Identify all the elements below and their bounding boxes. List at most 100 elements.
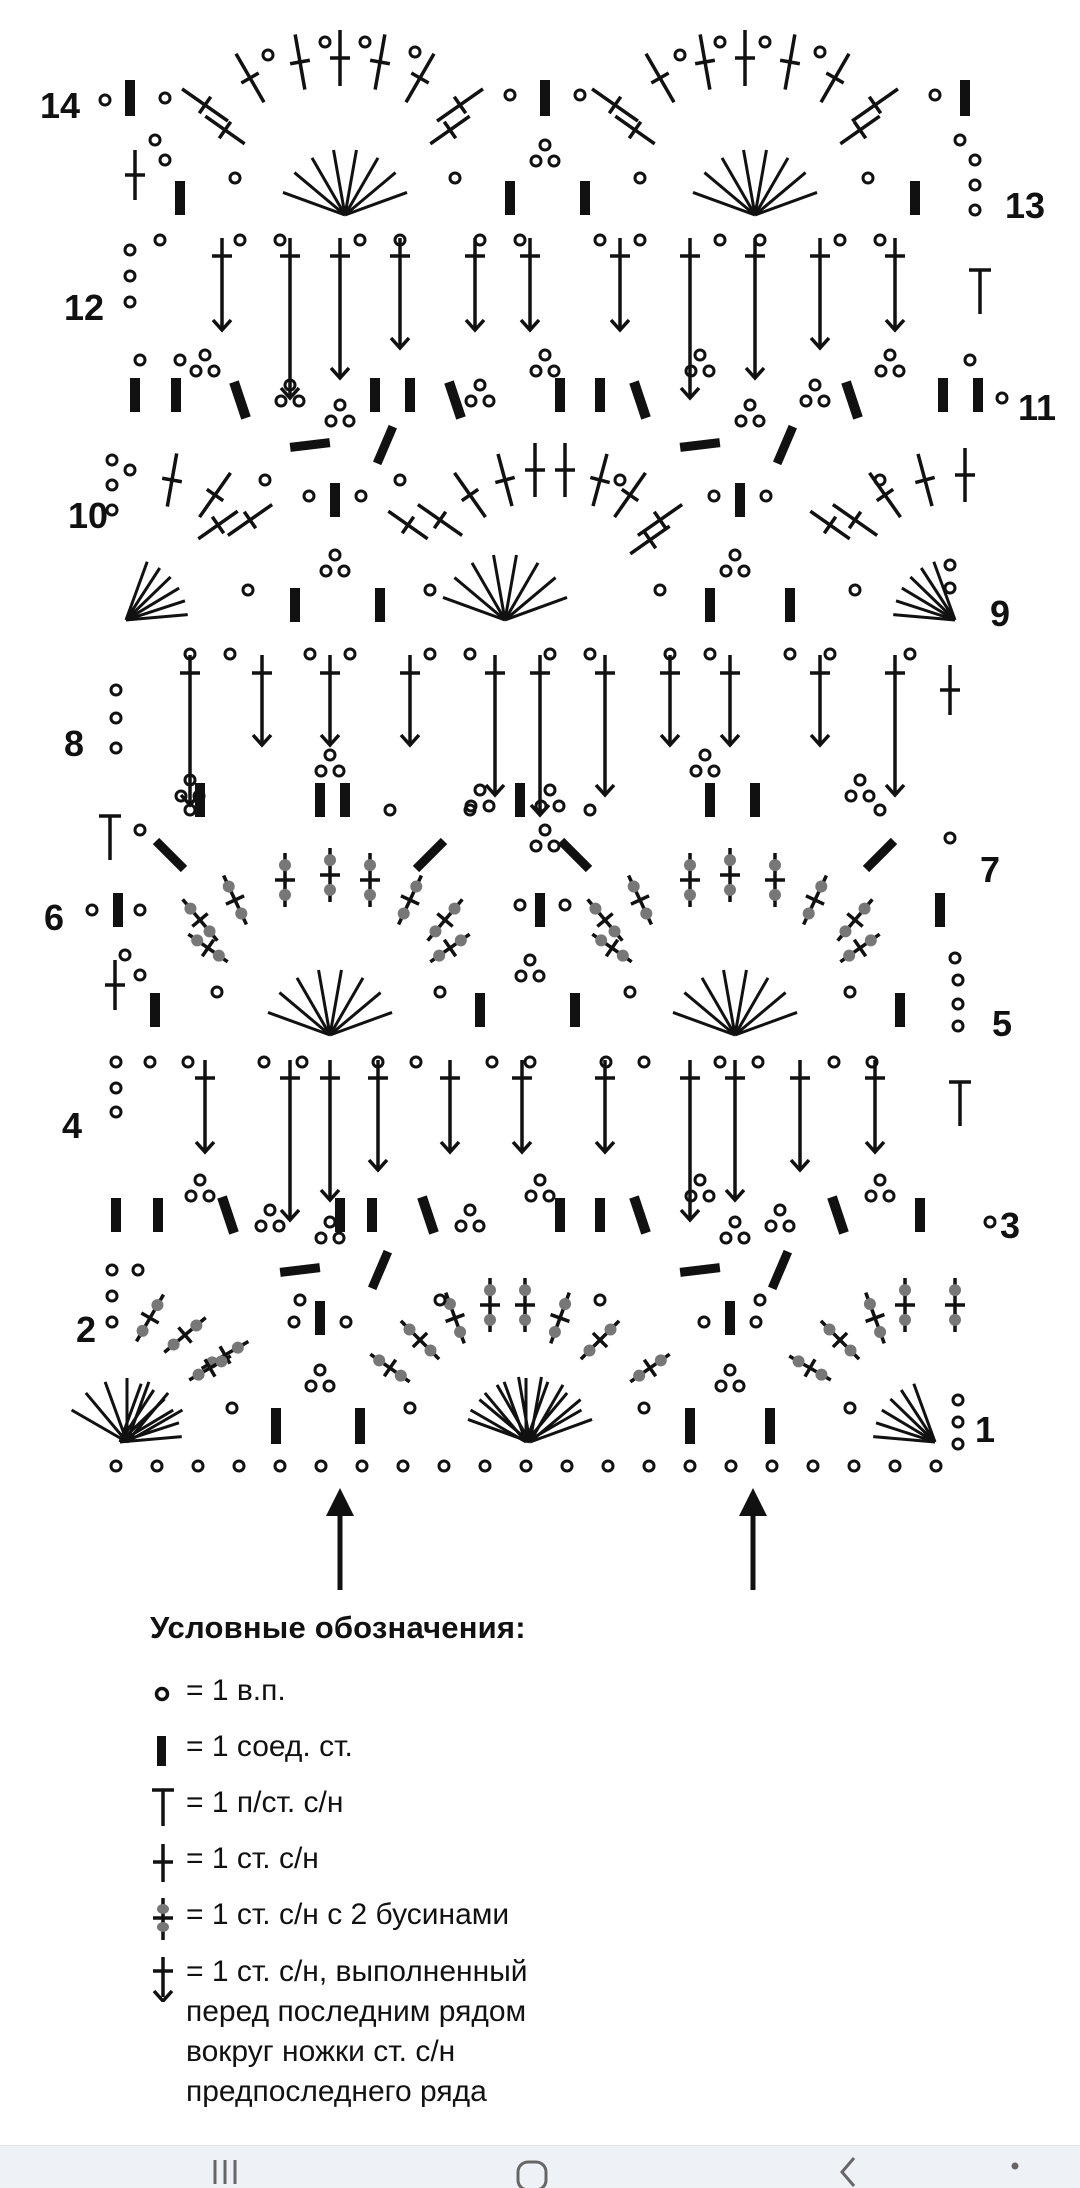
chain-stitch (968, 203, 982, 217)
double-crochet (330, 30, 350, 86)
home-icon[interactable] (512, 2154, 552, 2188)
row-number-9: 9 (990, 593, 1010, 634)
chain-stitch (109, 1105, 123, 1119)
post-stitch (609, 238, 631, 333)
chain-stitch (319, 564, 333, 578)
chain-stitch (743, 398, 757, 412)
double-crochet (494, 453, 516, 507)
chain-stitch (953, 133, 967, 147)
double-crochet-with-beads (397, 874, 423, 926)
chain-stitch (158, 153, 172, 167)
chain-stitch (158, 91, 172, 105)
double-crochet-with-beads (627, 874, 653, 926)
slip-stitch-icon (157, 1736, 166, 1766)
chain-stitch (593, 233, 607, 247)
post-stitch (464, 238, 486, 333)
slip-stitch (555, 378, 565, 412)
double-crochet (105, 960, 125, 1010)
double-crochet (629, 524, 671, 556)
menu-icon[interactable] (205, 2154, 245, 2188)
chain-stitch (105, 1263, 119, 1277)
slip-stitch (444, 380, 466, 420)
chain-stitch (109, 741, 123, 755)
fan-shell (467, 1376, 593, 1444)
post-stitch (439, 1060, 461, 1155)
post-stitch (367, 1060, 389, 1173)
post-stitch (724, 1060, 746, 1203)
post-stitch (789, 1060, 811, 1173)
chain-stitch (951, 973, 965, 987)
chain-stitch (263, 1203, 277, 1217)
chain-stitch (538, 348, 552, 362)
row-numbers: 14 13 12 11 10 9 8 7 6 5 4 3 2 1 (40, 85, 1056, 1450)
half-double-crochet (949, 1080, 971, 1126)
chain-stitch (689, 764, 703, 778)
post-stitch (679, 238, 701, 401)
chain-stitch (697, 1315, 711, 1329)
chain-stitch (198, 348, 212, 362)
slip-stitch (915, 1198, 925, 1232)
slip-stitch (935, 893, 945, 927)
row-number-12: 12 (64, 287, 104, 328)
slip-stitch (679, 1263, 721, 1277)
fan-shell (873, 1383, 937, 1444)
chain-stitch (817, 394, 831, 408)
double-crochet (453, 471, 487, 519)
chain-stitch (472, 1219, 486, 1233)
chain-stitch (133, 823, 147, 837)
slip-stitch (629, 1195, 651, 1235)
double-crochet-with-beads (443, 1292, 467, 1344)
double-crochet (589, 453, 611, 507)
chain-stitch (513, 898, 527, 912)
slip-stitch (841, 380, 863, 420)
post-stitch (809, 238, 831, 351)
legend-title: Условные обозначения: (150, 1610, 526, 1645)
chain-stitch (464, 799, 478, 813)
slip-stitch (862, 837, 898, 873)
double-crochet-with-beads (802, 874, 828, 926)
slip-stitch (405, 378, 415, 412)
slip-stitch (679, 438, 721, 452)
post-stitch (279, 1060, 301, 1223)
double-crochet-with-beads (839, 932, 881, 964)
chain-stitch (371, 1055, 385, 1069)
chain-stitch (865, 1055, 879, 1069)
chain-stitch (532, 969, 546, 983)
chain-stitch (123, 243, 137, 257)
chain-stitch (703, 647, 717, 661)
post-stitch (319, 1060, 341, 1203)
double-crochet (555, 443, 575, 497)
legend-item-slip-stitch: = 1 соед. ст. (150, 1724, 1050, 1780)
chain-stitch (813, 45, 827, 59)
double-crochet-with-beads (680, 853, 700, 907)
chain-stitch (513, 233, 527, 247)
double-crochet-with-beads (480, 1278, 500, 1332)
row-number-6: 6 (44, 897, 64, 938)
more-icon[interactable] (995, 2154, 1035, 2188)
chain-stitch (951, 997, 965, 1011)
post-stitch (251, 655, 273, 748)
double-crochet (234, 52, 266, 104)
chain-stitch (963, 353, 977, 367)
chain-stitch (713, 1055, 727, 1069)
chain-stitch (862, 789, 876, 803)
slip-stitch (375, 588, 385, 622)
chain-stitch (702, 364, 716, 378)
chain-stitch (473, 783, 487, 797)
double-crochet (197, 509, 239, 541)
chain-stitch (409, 1055, 423, 1069)
legend-text-double-crochet-beads: = 1 ст. с/н с 2 бусинами (186, 1898, 510, 1931)
chain-stitch (123, 269, 137, 283)
chain-stitch (773, 1203, 787, 1217)
chain-stitch (473, 378, 487, 392)
row-number-13: 13 (1005, 185, 1045, 226)
back-icon[interactable] (828, 2154, 868, 2188)
chain-stitch (749, 1315, 763, 1329)
slip-stitch (367, 1198, 377, 1232)
chain-stitch (433, 985, 447, 999)
chain-stitch (225, 1401, 239, 1415)
double-crochet-with-beads (765, 853, 785, 907)
chain-stitch (448, 171, 462, 185)
chain-stitch (503, 88, 517, 102)
double-crochet (416, 503, 464, 537)
